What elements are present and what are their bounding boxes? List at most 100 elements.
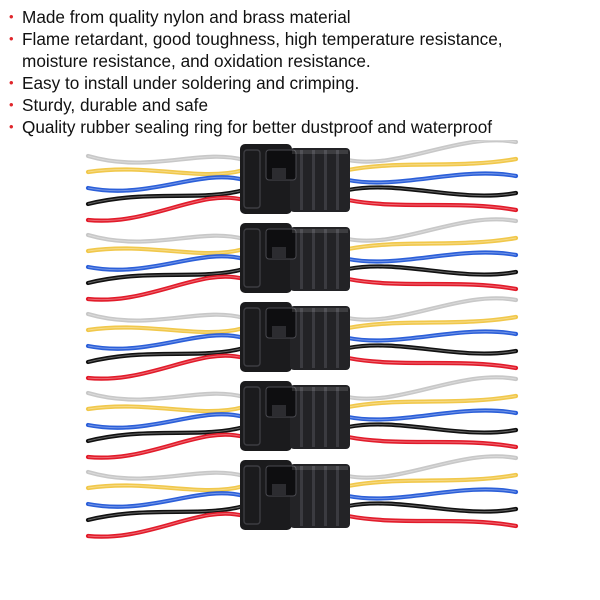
bullet-icon: •: [9, 97, 14, 112]
wire-right-highlight: [347, 357, 517, 369]
connector-rib: [300, 229, 303, 289]
feature-text: Sturdy, durable and safe: [22, 95, 208, 115]
connector-rib: [336, 466, 339, 526]
wire-right-highlight: [347, 297, 517, 321]
wire-left-highlight: [87, 313, 245, 322]
latch-tab: [272, 484, 286, 496]
feature-item: • Made from quality nylon and brass mate…: [6, 6, 596, 28]
wire-left: [85, 412, 247, 430]
wire-left-highlight: [87, 334, 245, 350]
bullet-icon: •: [9, 119, 14, 134]
connector-shine: [292, 229, 348, 233]
connector-unit: [85, 454, 519, 539]
connector-unit: [85, 140, 519, 223]
wire-left: [85, 153, 247, 165]
connector-female-half: [290, 464, 350, 528]
wire-left: [85, 187, 247, 207]
wire-left: [85, 195, 247, 223]
wire-left: [85, 325, 247, 335]
connector-shine: [292, 308, 348, 312]
latch-tab: [272, 326, 286, 338]
wire-left-highlight: [87, 406, 245, 412]
wire-left-highlight: [87, 392, 245, 401]
connector-female-half: [290, 227, 350, 291]
wire-right-highlight: [347, 410, 517, 420]
wire-left: [85, 254, 247, 272]
wire-left-highlight: [87, 505, 245, 521]
seal-ring: [243, 465, 261, 525]
feature-item: • Flame retardant, good toughness, high …: [6, 28, 596, 72]
feature-item: • Quality rubber sealing ring for better…: [6, 116, 596, 138]
seal-ring: [243, 307, 261, 367]
wire-left-highlight: [87, 234, 245, 243]
connector-female-half: [290, 148, 350, 212]
connector-rib: [300, 387, 303, 447]
wire-left-highlight: [87, 268, 245, 284]
seal-ring: [243, 386, 261, 446]
connector-rib: [336, 308, 339, 368]
connector-shine: [292, 466, 348, 470]
wire-left: [85, 511, 247, 539]
wire-left: [85, 167, 247, 177]
wire-right: [345, 329, 519, 343]
wire-right: [345, 250, 519, 264]
wire-right: [345, 296, 519, 322]
wire-right: [345, 472, 519, 489]
wire-left: [85, 404, 247, 414]
wire-left: [85, 503, 247, 523]
wire-right-highlight: [347, 199, 517, 211]
wire-right-highlight: [347, 395, 517, 408]
connector-harness-image: [85, 140, 519, 539]
wire-right-highlight: [347, 316, 517, 329]
feature-text: Flame retardant, good toughness, high te…: [22, 29, 503, 71]
wire-right: [345, 235, 519, 252]
connector-rib: [300, 150, 303, 210]
wire-right-highlight: [347, 237, 517, 250]
connector-rib: [324, 229, 327, 289]
connector-rib: [324, 466, 327, 526]
wire-left-highlight: [87, 155, 245, 164]
connector-shine: [292, 150, 348, 154]
connector-rib: [312, 387, 315, 447]
wire-right: [345, 140, 519, 164]
wire-left-highlight: [87, 492, 245, 508]
wire-left-highlight: [87, 197, 245, 222]
wire-right-highlight: [347, 436, 517, 448]
wire-right: [345, 171, 519, 185]
connector-rib: [324, 150, 327, 210]
latch-tab: [272, 168, 286, 180]
wire-left: [85, 311, 247, 323]
connector-rib: [312, 150, 315, 210]
wire-right: [345, 375, 519, 401]
wire-right-highlight: [347, 265, 517, 276]
wire-left-highlight: [87, 434, 245, 459]
wire-right-highlight: [347, 344, 517, 355]
wire-left-highlight: [87, 485, 245, 491]
wire-right-highlight: [347, 140, 517, 163]
wire-left: [85, 333, 247, 351]
connector-unit: [85, 375, 519, 460]
wire-right: [345, 422, 519, 435]
wire-right-highlight: [347, 218, 517, 242]
wire-left-highlight: [87, 248, 245, 254]
wire-right: [345, 408, 519, 422]
wire-right-highlight: [347, 278, 517, 290]
wire-left: [85, 469, 247, 481]
wire-left: [85, 232, 247, 244]
feature-item: • Sturdy, durable and safe: [6, 94, 596, 116]
wire-right: [345, 454, 519, 480]
wire-right: [345, 393, 519, 410]
wire-left-highlight: [87, 413, 245, 429]
wire-left: [85, 175, 247, 193]
wire-left-highlight: [87, 255, 245, 271]
wire-left-highlight: [87, 355, 245, 380]
wire-right-highlight: [347, 474, 517, 487]
wire-right-highlight: [347, 489, 517, 499]
wire-right: [345, 264, 519, 277]
connector-rib: [300, 308, 303, 368]
feature-text: Made from quality nylon and brass materi…: [22, 7, 351, 27]
wire-right-highlight: [347, 331, 517, 341]
connector-rib: [312, 229, 315, 289]
wire-right-highlight: [347, 186, 517, 197]
seal-ring: [243, 149, 261, 209]
